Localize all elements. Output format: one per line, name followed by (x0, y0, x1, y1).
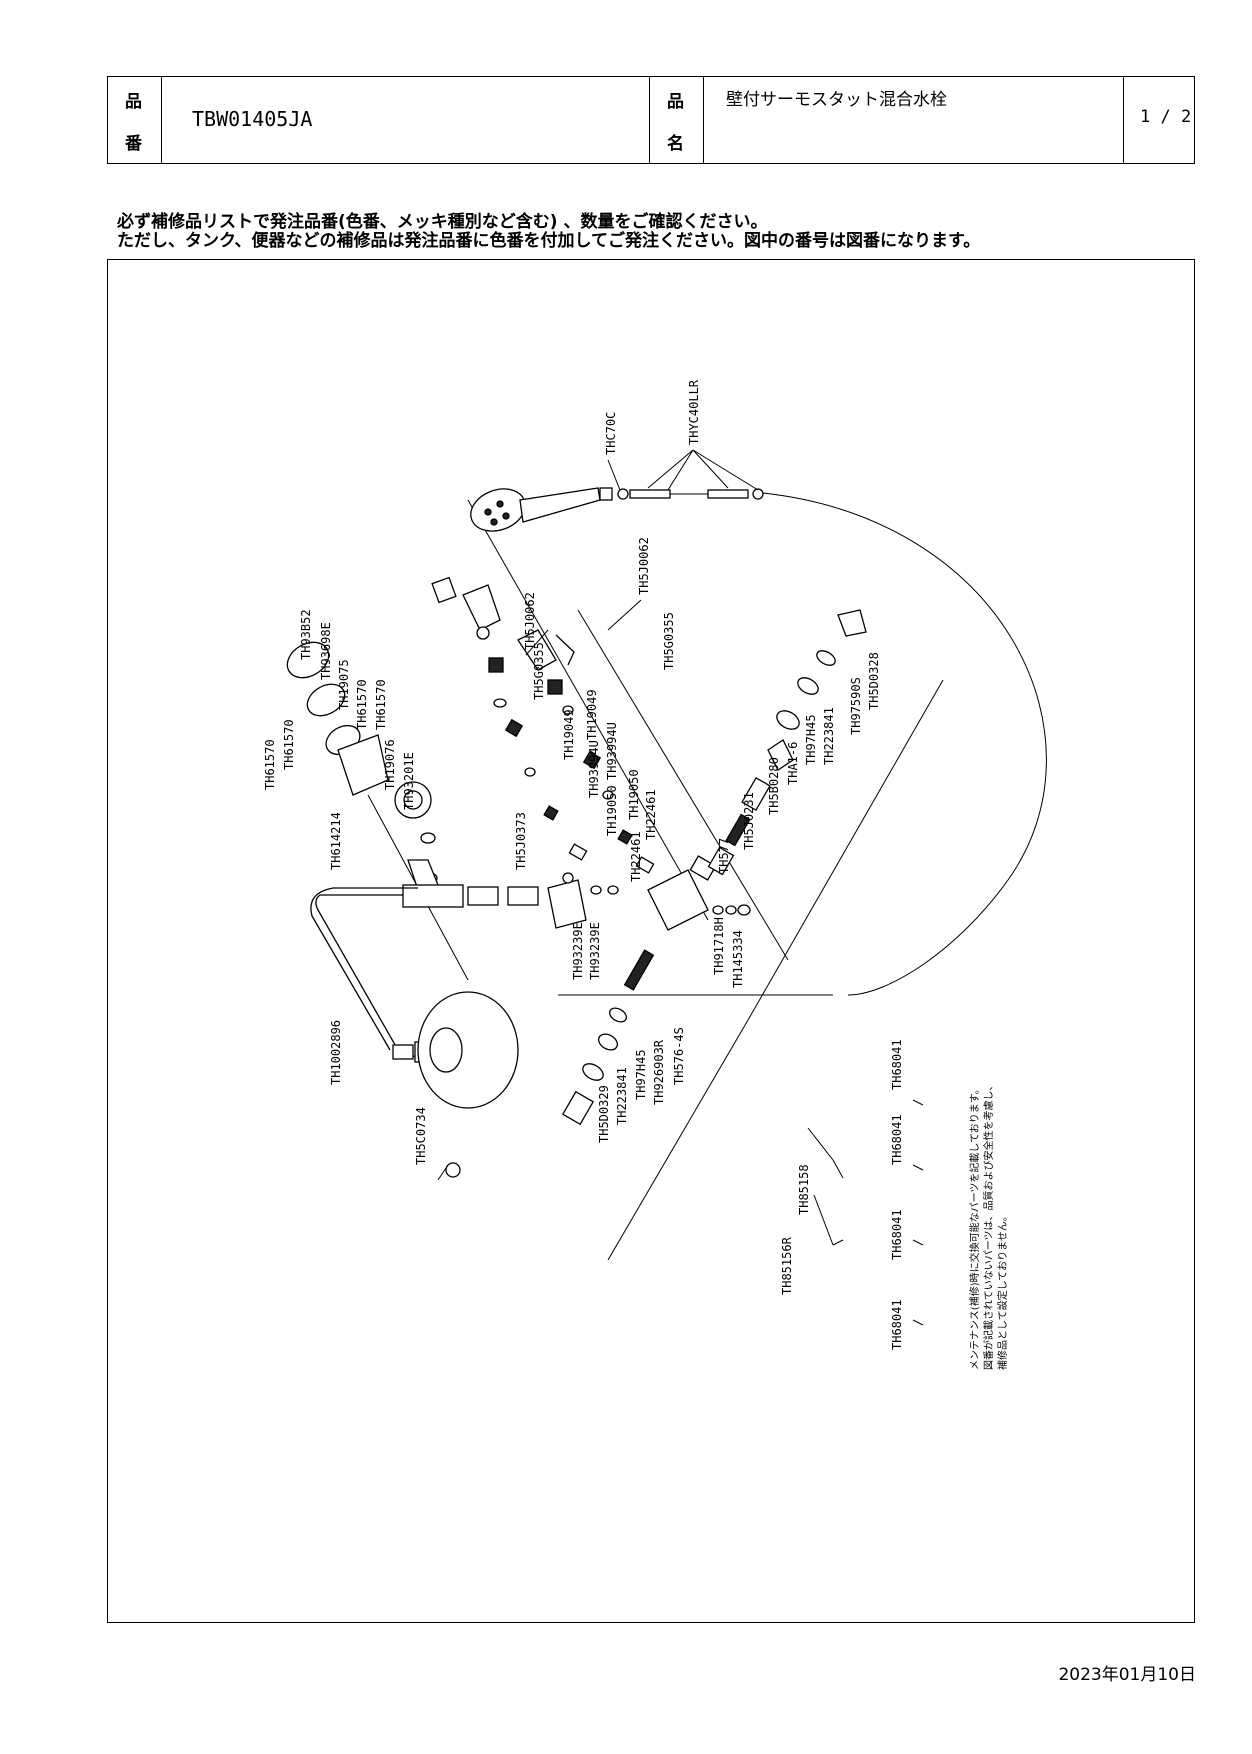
part-label: TH19050 (605, 785, 619, 836)
order-notice: 必ず補修品リストで発注品番(色番、メッキ種別など含む) 、数量をご確認ください。… (117, 213, 980, 251)
order-notice-line1: 必ず補修品リストで発注品番(色番、メッキ種別など含む) 、数量をご確認ください。 (117, 212, 768, 232)
leader-lines (525, 449, 759, 656)
part-label: THA1-6 (786, 742, 800, 785)
part-label: TH22461 (644, 789, 658, 840)
maintenance-note-line1: メンテナンス(補修)時に交換可能なパーツを記載しております。 (968, 1084, 981, 1370)
part-label: TH5J0373 (514, 812, 528, 870)
part-label: TH68041 (890, 1039, 904, 1090)
product-name-label-top: 品 (667, 92, 684, 112)
part-label: TH97H45 (804, 714, 818, 765)
product-name-label-cell: 品 名 (650, 77, 704, 163)
exploded-diagram: THC70C THYC40LLR TH5J0062 TH5J0062 TH5G0… (263, 379, 1047, 1371)
part-label: TH85156R (780, 1236, 794, 1295)
part-label: TH85158 (797, 1164, 811, 1215)
part-label: TH93698E (319, 622, 333, 680)
part-label: TH577 (717, 838, 731, 874)
part-label: TH5G0355 (532, 642, 546, 700)
assembly-axis-center (747, 679, 944, 1021)
part-label: TH61570 (282, 719, 296, 770)
right-column-parts (562, 705, 655, 874)
part-label: TH97590S (849, 677, 863, 735)
part-label: TH5J0062 (523, 592, 537, 650)
part-label: TH93239E (571, 922, 585, 980)
part-label: TH5B0280 (767, 757, 781, 815)
part-label: TH68041 (890, 1209, 904, 1260)
order-notice-line2: ただし、タンク、便器などの補修品は発注品番に色番を付加してご発注ください。図中の… (117, 231, 981, 251)
part-label: TH1002896 (329, 1020, 343, 1085)
spare-screws (807, 1099, 924, 1326)
part-label: TH93994U (605, 722, 619, 780)
part-label: TH97H45 (634, 1049, 648, 1100)
product-name-cell: 壁付サーモスタット混合水栓 (704, 77, 1124, 163)
part-no-label-bottom: 番 (125, 134, 142, 154)
part-number: TBW01405JA (192, 107, 313, 131)
part-label: TH5J0062 (637, 537, 651, 595)
hook-bracket-right (517, 629, 575, 695)
part-label: TH576-4S (672, 1027, 686, 1085)
handle-assembly (286, 641, 438, 883)
lower-cartridge-column (561, 949, 655, 1126)
part-label: TH926903R (652, 1039, 666, 1105)
part-label: TH5G0355 (662, 612, 676, 670)
part-label: TH5D0328 (867, 652, 881, 710)
part-label: THYC40LLR (687, 379, 701, 445)
hose-fittings (617, 488, 764, 500)
part-label: TH19049 (585, 689, 599, 740)
overhead-shower (310, 887, 519, 1181)
part-no-label-cell: 品 番 (108, 77, 162, 163)
part-label: TH19075 (337, 659, 351, 710)
part-label: TH19076 (383, 739, 397, 790)
part-label: TH22461 (629, 831, 643, 882)
part-no-label-top: 品 (125, 92, 142, 112)
assembly-axis-lower (607, 1019, 749, 1261)
part-no-cell: TBW01405JA (162, 77, 650, 163)
part-label: TH91718H (712, 917, 726, 975)
part-label: TH93201E (402, 752, 416, 810)
hand-shower (470, 487, 613, 532)
part-label: TH19049 (562, 709, 576, 760)
mixer-body (402, 855, 751, 931)
part-label: TH223841 (822, 707, 836, 765)
part-label: TH68041 (890, 1299, 904, 1350)
part-label: TH93B52 (299, 609, 313, 660)
part-label: TH61570 (263, 739, 277, 790)
part-label: TH93239E (588, 922, 602, 980)
part-labels: THC70C THYC40LLR TH5J0062 TH5J0062 TH5G0… (263, 379, 904, 1350)
issue-date: 2023年01月10日 (1058, 1665, 1196, 1685)
title-block: 品 番 TBW01405JA 品 名 壁付サーモスタット混合水栓 1 / 2 (107, 76, 1195, 164)
product-name: 壁付サーモスタット混合水栓 (726, 90, 947, 110)
shower-hose (762, 492, 1047, 996)
part-label: TH68041 (890, 1114, 904, 1165)
maintenance-note: メンテナンス(補修)時に交換可能なパーツを記載しております。 図番が記載されてい… (968, 1081, 1009, 1371)
part-label: TH61570 (355, 679, 369, 730)
part-label: TH61570 (374, 679, 388, 730)
cartridge-column (707, 609, 867, 876)
maintenance-note-line3: 補修品として設定しておりません。 (996, 1211, 1009, 1370)
part-label: TH5D0329 (597, 1085, 611, 1143)
part-label: TH5C0734 (414, 1107, 428, 1165)
part-label: TH614214 (329, 812, 343, 870)
part-label: TH223841 (615, 1067, 629, 1125)
page-cell: 1 / 2 (1124, 77, 1196, 163)
left-column-parts (493, 698, 588, 861)
maintenance-note-line2: 図番が記載されていないパーツは、品質および安全性を考慮し、 (982, 1081, 995, 1371)
product-name-label-bottom: 名 (667, 134, 684, 154)
hook-bracket-left (431, 576, 504, 673)
part-label: THC70C (604, 412, 618, 455)
part-label: TH19050 (627, 769, 641, 820)
exploded-diagram-frame: THC70C THYC40LLR TH5J0062 TH5J0062 TH5G0… (107, 259, 1195, 1623)
assembly-axis-right-upper (577, 609, 789, 961)
page-number: 1 / 2 (1140, 107, 1192, 127)
part-label: TH145334 (731, 930, 745, 988)
part-label: TH5J0231 (742, 792, 756, 850)
assembly-axis-left-upper (467, 499, 709, 921)
part-label: TH93994U (587, 740, 601, 798)
